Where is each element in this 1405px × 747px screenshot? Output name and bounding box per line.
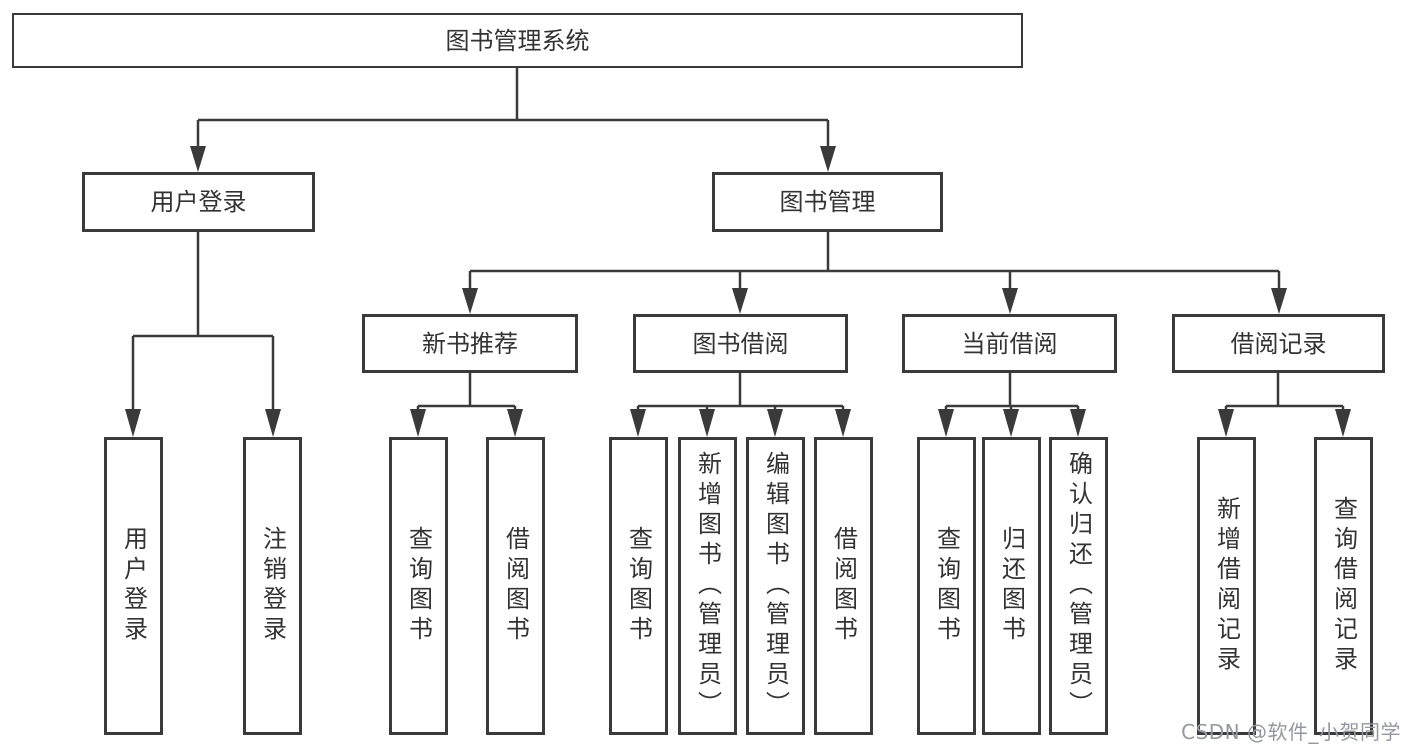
node-leaf-query-books-current: 查询图书	[917, 437, 976, 735]
node-user-login: 用户登录	[82, 172, 315, 232]
node-leaf-add-books-admin: 新增图书（管理员）	[678, 437, 737, 735]
node-new-book-recommendation: 新书推荐	[362, 314, 578, 373]
node-leaf-return-books: 归还图书	[982, 437, 1041, 735]
node-book-borrowing: 图书借阅	[633, 314, 848, 373]
node-leaf-confirm-return-admin: 确认归还（管理员）	[1049, 437, 1108, 735]
arrowheads	[125, 146, 1351, 437]
node-leaf-user-login: 用户登录	[104, 437, 163, 735]
node-book-management: 图书管理	[712, 172, 943, 232]
node-leaf-borrow-books-rec: 借阅图书	[486, 437, 545, 735]
node-leaf-query-books-borrow: 查询图书	[609, 437, 668, 735]
csdn-watermark: CSDN @软件_小贺同学	[1181, 720, 1401, 744]
node-leaf-logout: 注销登录	[243, 437, 302, 735]
node-current-borrowing: 当前借阅	[902, 314, 1117, 373]
node-leaf-query-books-rec: 查询图书	[389, 437, 448, 735]
node-leaf-borrow-books: 借阅图书	[814, 437, 873, 735]
node-leaf-query-borrow-record: 查询借阅记录	[1314, 437, 1373, 735]
node-library-management-system: 图书管理系统	[12, 13, 1023, 68]
node-leaf-edit-books-admin: 编辑图书（管理员）	[746, 437, 805, 735]
node-borrowing-records: 借阅记录	[1172, 314, 1385, 373]
node-leaf-add-borrow-record: 新增借阅记录	[1197, 437, 1256, 735]
